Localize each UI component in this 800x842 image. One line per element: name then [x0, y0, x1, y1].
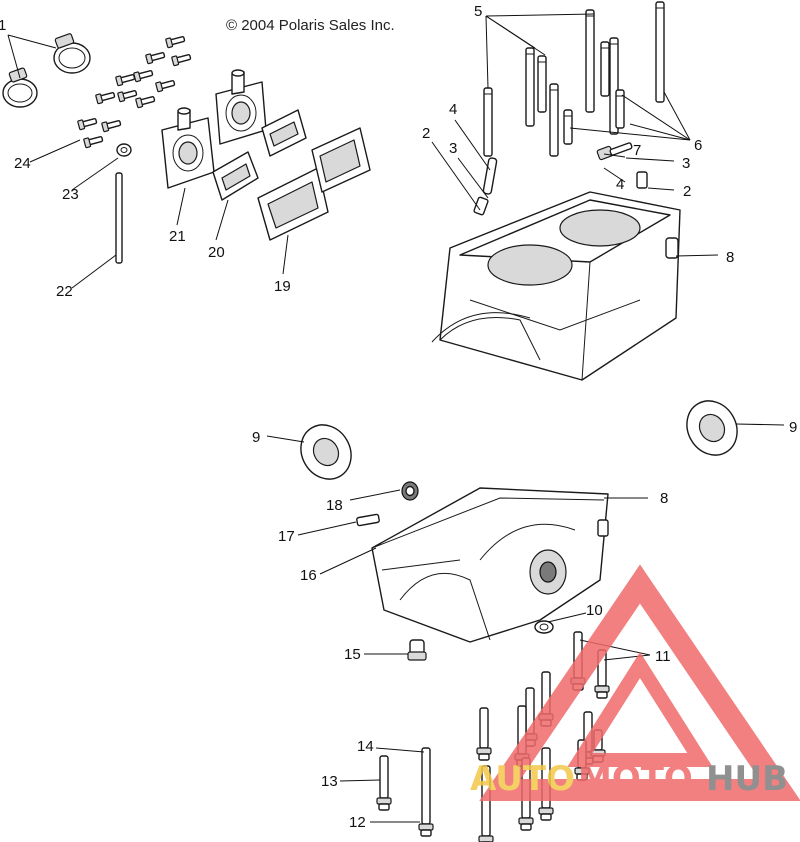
callout-8a: 8: [726, 249, 734, 266]
callout-4a: 4: [449, 101, 457, 118]
stud: [655, 1, 665, 103]
bolt: [101, 120, 122, 133]
lower-crankcase: [371, 487, 609, 643]
bolt: [145, 52, 166, 65]
small-nut: [534, 620, 554, 634]
intake-manifold-right: [215, 69, 267, 145]
callout-12: 12: [349, 814, 366, 831]
washer: [116, 143, 132, 157]
flange-bolt: [376, 755, 392, 811]
callout-3b: 3: [682, 155, 690, 172]
stud: [563, 109, 573, 145]
crank-seal-right: [686, 400, 738, 456]
callout-16: 16: [300, 567, 317, 584]
callout-13: 13: [321, 773, 338, 790]
callout-22: 22: [56, 283, 73, 300]
stud: [537, 55, 547, 113]
small-bolts: [77, 36, 192, 149]
bolt: [77, 118, 98, 131]
callout-17: 17: [278, 528, 295, 545]
reed-valve-assembly: [257, 127, 371, 241]
reed-spacer-pair: [212, 109, 307, 201]
watermark-text-auto: AUTO: [470, 759, 575, 799]
callout-9a: 9: [252, 429, 260, 446]
stud: [585, 9, 595, 113]
drain-plug: [407, 639, 427, 661]
callout-2b: 2: [683, 183, 691, 200]
callout-4b: 4: [616, 176, 624, 193]
flange-bolt: [476, 707, 492, 761]
bolt: [83, 136, 104, 149]
callout-3a: 3: [449, 140, 457, 157]
crank-seal-left: [300, 424, 352, 480]
callout-18: 18: [326, 497, 343, 514]
bushing: [401, 481, 419, 501]
studs-long: [483, 1, 665, 157]
stud: [549, 83, 559, 157]
callout-11: 11: [655, 648, 671, 665]
flange-bolt: [418, 747, 434, 837]
hose-clamps: [2, 33, 91, 108]
bolt: [133, 70, 154, 83]
callout-9b: 9: [789, 419, 797, 436]
dipstick-rod: [115, 172, 123, 264]
small-fitting: [356, 513, 380, 527]
upper-crankcase: [431, 191, 681, 381]
callout-21: 21: [169, 228, 186, 245]
callout-2a: 2: [422, 125, 430, 142]
copyright-text: © 2004 Polaris Sales Inc.: [226, 17, 395, 34]
callout-6: 6: [694, 137, 702, 154]
watermark-triangle-logo: [479, 564, 800, 801]
callout-24: 24: [14, 155, 31, 172]
bolt: [135, 96, 156, 109]
stud: [525, 47, 535, 127]
stud: [600, 41, 610, 97]
bolt: [117, 90, 138, 103]
watermark-text-moto: MOTO: [578, 759, 693, 799]
bolt: [165, 36, 186, 49]
leader-lines: [7, 13, 785, 823]
callout-1: 1: [0, 17, 6, 34]
callout-7: 7: [633, 142, 641, 159]
callout-15: 15: [344, 646, 361, 663]
callout-20: 20: [208, 244, 225, 261]
automotohub-watermark: AUTO MOTO HUB: [470, 564, 800, 801]
callout-10: 10: [586, 602, 603, 619]
bolt: [115, 74, 136, 87]
callout-5: 5: [474, 3, 482, 20]
bolt: [155, 80, 176, 93]
callout-19: 19: [274, 278, 291, 295]
intake-manifold-left: [161, 107, 215, 189]
callout-labels: 1 24 23 22 21 20 19 5 6 4 2 3 7 3 4 2 8 …: [0, 3, 797, 831]
watermark-text-hub: HUB: [706, 759, 788, 799]
dowels-and-fittings: [473, 142, 648, 216]
bolt: [95, 92, 116, 105]
bolt: [171, 54, 192, 67]
callout-14: 14: [357, 738, 374, 755]
callout-8b: 8: [660, 490, 668, 507]
callout-23: 23: [62, 186, 79, 203]
stud: [483, 87, 493, 157]
